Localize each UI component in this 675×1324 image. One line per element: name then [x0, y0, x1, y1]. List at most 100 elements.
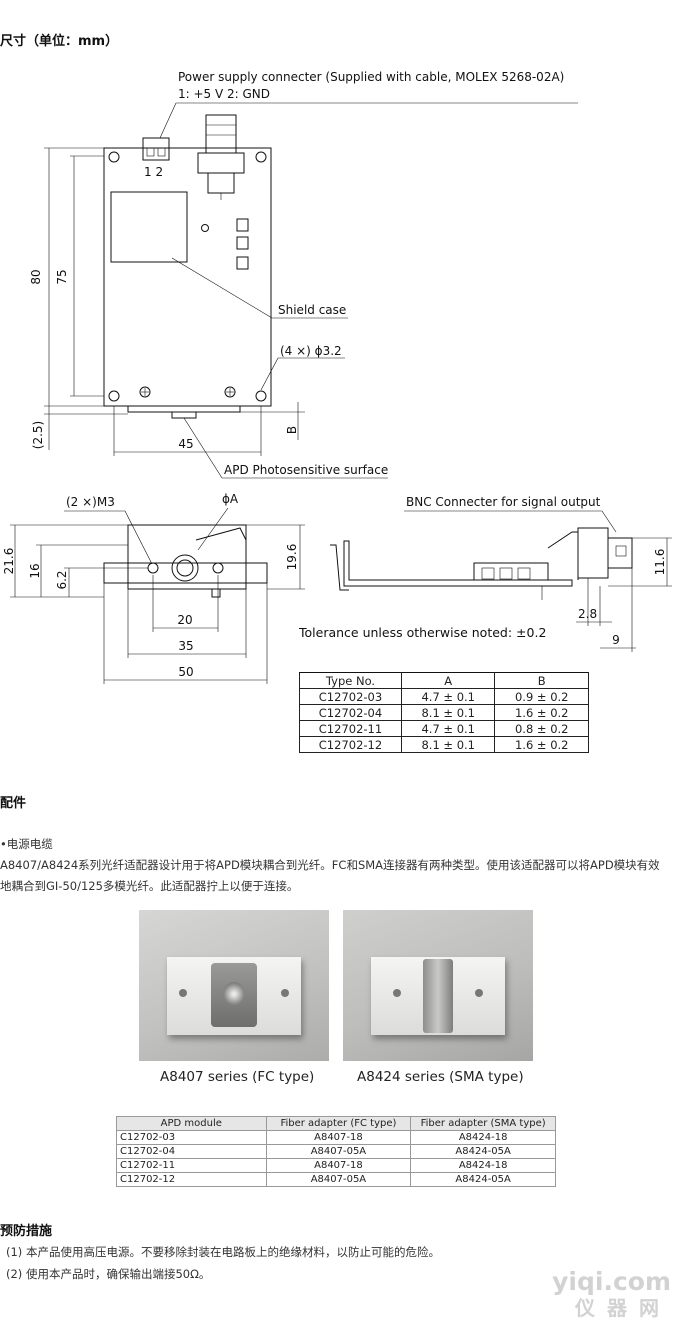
dim-11-6: 11.6: [653, 549, 667, 576]
power-connector: [142, 137, 170, 161]
m3-hole-right: [212, 562, 224, 574]
power-leader-line: [159, 102, 177, 139]
table-cell: C12702-04: [299, 704, 402, 721]
side-bnc-tube: [607, 537, 633, 569]
phi-a-label: ϕA: [222, 492, 239, 506]
component-2: [236, 236, 249, 250]
dim-9: 9: [612, 633, 620, 647]
table-cell: 1.6 ± 0.2: [494, 704, 589, 721]
front-board: [103, 562, 268, 584]
table-cell: C12702-11: [116, 1158, 267, 1173]
apd-window-inner: [176, 559, 194, 577]
dim-35: 35: [178, 639, 193, 653]
bnc-label: BNC Connecter for signal output: [406, 495, 601, 509]
watermark-brand: 仪器网: [575, 1296, 671, 1320]
dim-2-8: 2.8: [578, 607, 597, 621]
table-row: C12702-12 8.1 ± 0.1 1.6 ± 0.2: [299, 736, 589, 753]
watermark: yiqi.com 仪器网: [552, 1267, 671, 1321]
table-row: C12702-11 A8407-18 A8424-18: [116, 1158, 556, 1173]
table-row: C12702-12 A8407-05A A8424-05A: [116, 1172, 556, 1187]
table-row: C12702-03 4.7 ± 0.1 0.9 ± 0.2: [299, 688, 589, 705]
table-cell: C12702-11: [299, 720, 402, 737]
dim-45: 45: [178, 437, 193, 451]
dimensions-title: 尺寸（单位：mm）: [0, 34, 119, 49]
table-cell: 1.6 ± 0.2: [494, 736, 589, 753]
table-cell: C12702-12: [116, 1172, 267, 1187]
table-header: Type No.: [299, 672, 402, 689]
dim-20: 20: [177, 613, 192, 627]
sma-photo-caption: A8424 series (SMA type): [357, 1069, 524, 1085]
table-cell: C12702-04: [116, 1144, 267, 1159]
table-header-row: APD module Fiber adapter (FC type) Fiber…: [116, 1116, 556, 1131]
table-header: Fiber adapter (FC type): [265, 1116, 412, 1131]
accessory-item: •电源电缆: [0, 837, 53, 851]
component-1: [236, 218, 249, 232]
table-cell: 0.9 ± 0.2: [494, 688, 589, 705]
table-header: A: [400, 672, 496, 689]
table-cell: C12702-03: [299, 688, 402, 705]
m3-hole-left: [147, 562, 159, 574]
pot-screw: [201, 224, 209, 232]
table-row: C12702-11 4.7 ± 0.1 0.8 ± 0.2: [299, 720, 589, 737]
table-cell: 8.1 ± 0.1: [400, 704, 496, 721]
corner-hole-br: [255, 390, 267, 402]
table-cell: A8407-18: [265, 1158, 412, 1173]
shield-case-label: Shield case: [278, 303, 346, 317]
table-cell: A8424-18: [410, 1130, 556, 1145]
shield-case: [110, 191, 188, 263]
tolerance-note: Tolerance unless otherwise noted: ±0.2: [298, 625, 546, 640]
side-bnc-body: [577, 527, 609, 579]
table-header: Fiber adapter (SMA type): [410, 1116, 556, 1131]
table-cell: A8407-05A: [265, 1144, 412, 1159]
table-cell: C12702-03: [116, 1130, 267, 1145]
precaution-item-2: (2) 使用本产品时，确保输出端接50Ω。: [6, 1267, 211, 1281]
table-row: C12702-04 8.1 ± 0.1 1.6 ± 0.2: [299, 704, 589, 721]
pin-label: 1 2: [144, 165, 163, 179]
corner-hole-tr: [255, 151, 267, 163]
table-row: C12702-04 A8407-05A A8424-05A: [116, 1144, 556, 1159]
power-label-line2: 1: +5 V 2: GND: [178, 87, 270, 101]
holes-label: (4 ×) ϕ3.2: [280, 344, 342, 358]
table-cell: 8.1 ± 0.1: [400, 736, 496, 753]
dim-80: 80: [29, 269, 43, 284]
apd-window-outer: [171, 554, 199, 582]
accessories-title: 配件: [0, 796, 27, 811]
table-cell: C12702-12: [299, 736, 402, 753]
precaution-item-1: (1) 本产品使用高压电源。不要移除封装在电路板上的绝缘材料，以防止可能的危险。: [6, 1245, 440, 1259]
accessory-description: A8407/A8424系列光纤适配器设计用于将APD模块耦合到光纤。FC和SMA…: [0, 858, 660, 893]
table-header: B: [494, 672, 589, 689]
screw-left: [139, 386, 151, 398]
table-cell: 4.7 ± 0.1: [400, 688, 496, 705]
corner-hole-bl: [108, 390, 120, 402]
dimension-drawing: Power supply connecter (Supplied with ca…: [2, 70, 672, 684]
bottom-edge: [127, 405, 241, 413]
side-components: [473, 562, 549, 581]
dim-16: 16: [28, 563, 42, 578]
table-cell: 0.8 ± 0.2: [494, 720, 589, 737]
fc-adapter-photo: [139, 910, 329, 1061]
table-cell: A8424-05A: [410, 1144, 556, 1159]
dim-50: 50: [178, 665, 193, 679]
apd-surface-label: APD Photosensitive surface: [224, 463, 388, 477]
dim-2-5: (2.5): [31, 421, 45, 449]
watermark-domain: yiqi.com: [552, 1267, 671, 1296]
power-label-line1: Power supply connecter (Supplied with ca…: [178, 70, 564, 84]
table-cell: A8424-05A: [410, 1172, 556, 1187]
table-cell: A8407-05A: [265, 1172, 412, 1187]
table-cell: 4.7 ± 0.1: [400, 720, 496, 737]
table-cell: A8407-18: [265, 1130, 412, 1145]
side-board: [343, 540, 573, 587]
corner-hole-tl: [108, 151, 120, 163]
screw-right: [224, 386, 236, 398]
bnc-connector-top: [205, 114, 237, 154]
apd-window: [171, 411, 197, 419]
board-outline: [103, 147, 272, 407]
front-housing: [127, 524, 247, 590]
table-header: APD module: [116, 1116, 267, 1131]
dim-6-2: 6.2: [55, 570, 69, 589]
table-cell: A8424-18: [410, 1158, 556, 1173]
m3-label: (2 ×)M3: [66, 495, 115, 509]
adapter-table: APD module Fiber adapter (FC type) Fiber…: [116, 1116, 556, 1187]
dim-b: B: [285, 426, 299, 434]
dim-75: 75: [55, 269, 69, 284]
